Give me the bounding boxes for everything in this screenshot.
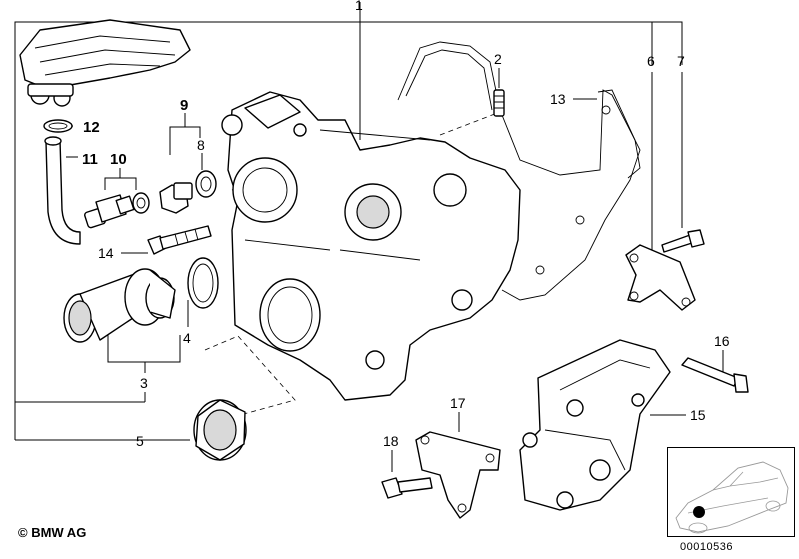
- callout-4: 4: [183, 330, 191, 346]
- bolt-14: [147, 225, 212, 255]
- timing-case-cover: [221, 41, 641, 401]
- engine-location-dot: [693, 506, 705, 518]
- callout-5: 5: [136, 433, 144, 449]
- gasket: [535, 89, 641, 275]
- temperature-sensor: [84, 192, 150, 229]
- callout-8: 8: [197, 137, 205, 153]
- callout-3: 3: [140, 375, 148, 391]
- callout-6: 6: [647, 53, 655, 69]
- vehicle-locator-thumbnail: [667, 447, 795, 537]
- callout-7: 7: [677, 53, 685, 69]
- water-neck-pipe: [63, 268, 176, 343]
- bolt-16: [681, 357, 749, 393]
- o-ring: [187, 257, 219, 309]
- alternator-bracket: [519, 339, 671, 511]
- callout-1: 1: [355, 0, 363, 13]
- bolt-18: [381, 477, 433, 499]
- callout-10: 10: [110, 151, 127, 168]
- callout-15: 15: [690, 407, 706, 423]
- callout-16: 16: [714, 333, 730, 349]
- callout-13: 13: [550, 91, 566, 107]
- copyright-notice: © BMW AG: [18, 525, 87, 540]
- catalog-number: 00010536: [680, 541, 733, 553]
- car-outline-icon: [675, 461, 789, 534]
- strap-17: [415, 431, 501, 519]
- callout-18: 18: [383, 433, 399, 449]
- callout-labels: 1 2 3 4 5 6 7 8 9 10 11 12 13 14 15 16 1…: [82, 0, 730, 449]
- sealing-washer: [195, 170, 217, 198]
- screw-plug: [159, 182, 193, 214]
- callout-9: 9: [180, 97, 188, 114]
- bolt-7: [661, 229, 705, 253]
- bracket-6: [625, 244, 696, 311]
- callout-11: 11: [82, 151, 98, 168]
- intake-manifold: [19, 19, 191, 107]
- callout-14: 14: [98, 245, 114, 261]
- callout-17: 17: [450, 395, 466, 411]
- hose-clamp: [43, 119, 73, 133]
- callout-12: 12: [83, 119, 100, 136]
- coolant-hose: [44, 136, 81, 245]
- stud-2: [493, 89, 505, 117]
- callout-2: 2: [494, 51, 502, 67]
- shaft-seal: [193, 399, 247, 461]
